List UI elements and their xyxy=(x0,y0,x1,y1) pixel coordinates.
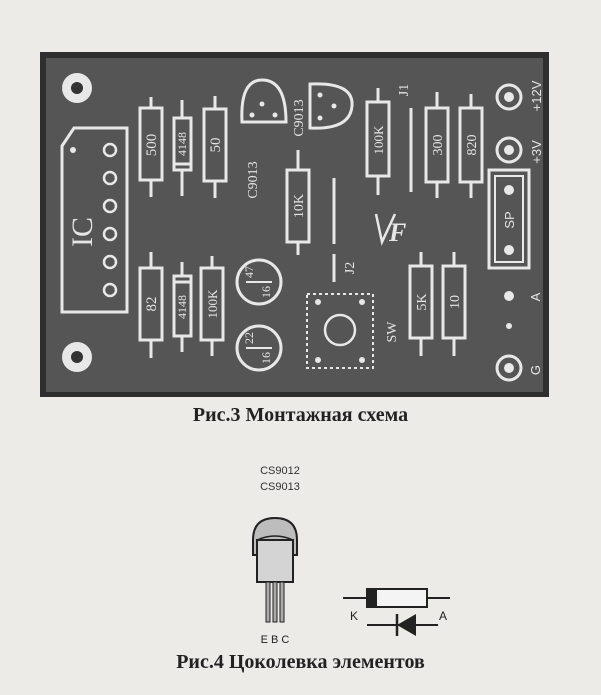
diode-drawing: K A xyxy=(343,588,450,636)
capacitor-22-voltage: 16 xyxy=(259,352,273,364)
resistor-100k-bottom-label: 100K xyxy=(205,289,220,319)
diode-4148-top-label: 4148 xyxy=(175,132,189,156)
terminal-a: A xyxy=(504,291,543,301)
capacitor-22: 22 16 xyxy=(235,324,283,372)
terminal-g: G xyxy=(495,354,543,382)
resistor-50: 50 xyxy=(202,96,228,198)
resistor-10k-label: 10K xyxy=(292,194,307,218)
transistor-q2-label: C9013 xyxy=(292,99,307,136)
terminal-plus12v: +12V xyxy=(495,80,544,111)
board-logo: F xyxy=(374,213,406,247)
resistor-10-label: 10 xyxy=(448,295,463,309)
resistor-300: 300 xyxy=(424,92,450,198)
resistor-82-label: 82 xyxy=(144,297,160,312)
resistor-5k-label: 5K xyxy=(415,293,430,310)
speaker-connector: SP xyxy=(487,168,531,270)
resistor-500: 500 xyxy=(138,97,164,197)
resistor-820-label: 820 xyxy=(465,135,480,156)
transistor-to92-drawing: E B C xyxy=(252,516,298,646)
terminal-plus3v: +3V xyxy=(495,136,544,164)
diode-4148-bottom-label: 4148 xyxy=(175,295,189,319)
jumper-j1: J1 xyxy=(397,84,413,192)
capacitor-47: 47 16 xyxy=(235,258,283,306)
label-plus12v: +12V xyxy=(529,80,544,111)
resistor-10k: 10K xyxy=(285,150,311,255)
resistor-500-label: 500 xyxy=(144,134,160,157)
switch-sw: SW xyxy=(306,293,400,369)
label-g: G xyxy=(528,365,543,375)
via-dot xyxy=(506,323,512,329)
resistor-820: 820 xyxy=(458,94,484,198)
resistor-100k-top: 100K xyxy=(365,88,391,195)
jumper-j1-label: J1 xyxy=(397,84,412,96)
transistor-pin-labels: E B C xyxy=(261,634,290,646)
transistor-q1-label: C9013 xyxy=(246,161,261,198)
jumper-j2: J2 xyxy=(332,254,358,282)
transistor-type-1: CS9012 xyxy=(260,465,300,477)
label-a: A xyxy=(528,292,543,301)
label-sp: SP xyxy=(502,211,517,228)
resistor-10: 10 xyxy=(441,252,467,356)
transistor-q2: C9013 xyxy=(292,82,354,137)
capacitor-22-value: 22 xyxy=(242,332,256,344)
logo-letter: F xyxy=(388,218,406,247)
resistor-100k-top-label: 100K xyxy=(371,125,386,155)
diode-a-label: A xyxy=(439,609,447,623)
diode-k-label: K xyxy=(350,609,358,623)
figure-4-caption: Рис.4 Цоколевка элементов xyxy=(176,651,425,673)
resistor-100k-bottom: 100K xyxy=(199,256,225,356)
resistor-5k: 5K xyxy=(408,252,434,356)
capacitor-47-value: 47 xyxy=(242,266,256,278)
figure-3-caption: Рис.3 Монтажная схема xyxy=(192,404,409,426)
transistor-type-2: CS9013 xyxy=(260,481,300,493)
resistor-300-label: 300 xyxy=(431,135,446,156)
jumper-j2-label: J2 xyxy=(343,262,358,274)
capacitor-47-voltage: 16 xyxy=(259,286,273,298)
transistor-q1: C9013 xyxy=(240,78,288,199)
label-plus3v: +3V xyxy=(529,140,544,164)
resistor-82: 82 xyxy=(138,252,164,358)
switch-sw-label: SW xyxy=(385,321,400,343)
resistor-50-label: 50 xyxy=(208,138,224,153)
diode-4148-bottom: 4148 xyxy=(172,262,193,352)
ic-label: IC xyxy=(66,217,99,247)
ic-footprint: IC xyxy=(60,126,129,314)
figure4-transistor-labels: CS9012 CS9013 xyxy=(260,465,300,493)
diode-4148-top: 4148 xyxy=(172,100,193,196)
